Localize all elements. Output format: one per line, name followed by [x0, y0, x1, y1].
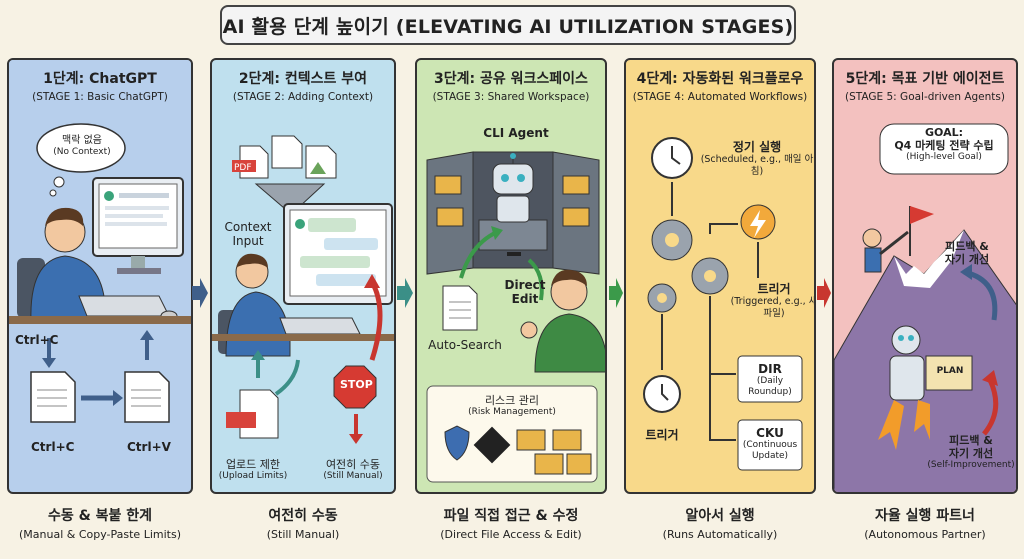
auto-search-label: Auto-Search — [428, 338, 502, 352]
stage-3-panel: 3단계: 공유 워크스페이스 (STAGE 3: Shared Workspac… — [415, 58, 607, 494]
pdf-icon — [232, 160, 256, 172]
cku-label: CKU (Continuous Update) — [742, 426, 798, 462]
triggered-label: 트리거 (Triggered, e.g., 새 파일) — [730, 282, 816, 319]
stage-arrow-icon — [817, 278, 831, 308]
stage-1-header: 1단계: ChatGPT (STAGE 1: Basic ChatGPT) — [9, 60, 191, 120]
stage-2-header: 2단계: 컨텍스트 부여 (STAGE 2: Adding Context) — [212, 60, 394, 120]
stage-5-header: 5단계: 목표 기반 에이전트 (STAGE 5: Goal-driven Ag… — [834, 60, 1016, 120]
upload-limit-label: 업로드 제한 (Upload Limits) — [218, 458, 288, 482]
stage-4-caption: 알아서 실행 (Runs Automatically) — [662, 508, 778, 541]
lock-folder-icon — [566, 453, 592, 475]
cli-agent-label: CLI Agent — [483, 126, 549, 140]
folder-icon — [436, 207, 464, 227]
stage-4-illustration — [643, 137, 803, 471]
stage-2-illustration: PDF — [212, 135, 394, 444]
copy-label-2: Ctrl+C — [31, 440, 75, 454]
stage-1-title: 1단계: ChatGPT — [43, 71, 157, 87]
stage-3-header: 3단계: 공유 워크스페이스 (STAGE 3: Shared Workspac… — [417, 60, 605, 120]
stage-2-title: 2단계: 컨텍스트 부여 — [238, 71, 368, 87]
stage-2-panel: 2단계: 컨텍스트 부여 (STAGE 2: Adding Context) P… — [210, 58, 396, 494]
stage-2-subtitle: (STAGE 2: Adding Context) — [232, 91, 374, 103]
direct-edit-label: Direct Edit — [504, 278, 546, 307]
stage-3-caption: 파일 직접 접근 & 수정 (Direct File Access & Edit… — [440, 508, 582, 541]
risk-label: 리스크 관리 (Risk Management) — [468, 394, 556, 418]
context-input-label: Context Input — [224, 220, 272, 249]
pdf-icon — [226, 412, 256, 428]
stage-1-caption: 수동 & 복붙 한계 (Manual & Copy-Paste Limits) — [19, 508, 181, 541]
goal-label: GOAL: Q4 마케팅 전략 수립 (High-level Goal) — [894, 126, 994, 163]
stage-5-subtitle: (STAGE 5: Goal-driven Agents) — [845, 91, 1005, 103]
trigger-label-2: 트리거 — [645, 428, 679, 442]
stage-3-illustration — [426, 151, 605, 483]
stage-1-panel: 1단계: ChatGPT (STAGE 1: Basic ChatGPT) — [7, 58, 193, 494]
stage-3-title: 3단계: 공유 워크스페이스 — [434, 71, 588, 87]
paste-label: Ctrl+V — [127, 440, 171, 454]
person-body-icon — [864, 247, 882, 273]
keyboard-icon — [279, 317, 361, 335]
folder-icon — [552, 429, 582, 451]
shield-icon — [444, 425, 470, 461]
dir-label: DIR (Daily Roundup) — [748, 362, 792, 398]
mountain-icon — [834, 229, 1016, 492]
stop-sign-icon — [333, 365, 377, 409]
git-icon — [473, 426, 511, 464]
plan-map-icon — [925, 355, 973, 391]
document-icon — [442, 285, 478, 331]
stage-4-panel: 4단계: 자동화된 워크플로우 (STAGE 4: Automated Work… — [624, 58, 816, 494]
pdf-tag-text: PDF — [234, 163, 252, 173]
stage-4-header: 4단계: 자동화된 워크플로우 (STAGE 4: Automated Work… — [626, 60, 814, 120]
stage-arrow-icon — [397, 278, 413, 308]
stage-5-illustration — [834, 123, 1016, 492]
stage-arrow-icon — [609, 278, 623, 308]
no-context-label: 맥락 없음 (No Context) — [53, 135, 111, 157]
folder-icon — [534, 453, 564, 475]
dir-box — [737, 355, 803, 403]
stage-3-subtitle: (STAGE 3: Shared Workspace) — [432, 91, 590, 103]
flag-icon — [910, 206, 934, 224]
person-head-icon — [862, 228, 882, 248]
goal-bubble — [879, 123, 1009, 175]
stage-arrow-icon — [192, 278, 208, 308]
still-manual-label: 여전히 수동 (Still Manual) — [323, 458, 383, 482]
feedback-label-2: 피드백 & 자기 개선 (Self-Improvement) — [927, 434, 1015, 471]
stage-1-illustration — [9, 123, 191, 423]
robot-icon — [492, 163, 534, 195]
folder-icon — [516, 429, 546, 451]
scheduled-label: 정기 실행 (Scheduled, e.g., 매일 아침) — [700, 140, 814, 177]
folder-icon — [434, 175, 462, 195]
document-icon — [271, 135, 303, 169]
thought-bubble — [36, 123, 126, 173]
stage-2-caption: 여전히 수동 (Still Manual) — [266, 508, 340, 541]
folder-icon — [562, 207, 590, 227]
stage-5-caption: 자율 실행 파트너 (Autonomous Partner) — [864, 508, 986, 541]
document-icon — [30, 371, 76, 423]
plan-label: PLAN — [936, 366, 964, 376]
stage-1-subtitle: (STAGE 1: Basic ChatGPT) — [32, 91, 168, 103]
stage-4-subtitle: (STAGE 4: Automated Workflows) — [632, 91, 808, 103]
cku-box — [737, 419, 803, 471]
copy-label-1: Ctrl+C — [15, 333, 59, 347]
robot-icon — [891, 325, 921, 355]
person-body-icon — [534, 313, 605, 373]
person-body-icon — [225, 291, 291, 357]
stage-4-title: 4단계: 자동화된 워크플로우 — [636, 71, 804, 87]
stop-label: STOP — [340, 378, 373, 391]
stage-5-panel: 5단계: 목표 기반 에이전트 (STAGE 5: Goal-driven Ag… — [832, 58, 1018, 494]
page-title: AI 활용 단계 높이기 (ELEVATING AI UTILIZATION S… — [220, 5, 796, 45]
document-icon — [124, 371, 170, 423]
folder-icon — [562, 175, 590, 195]
keyboard-icon — [78, 295, 170, 317]
stage-5-title: 5단계: 목표 기반 에이전트 — [845, 71, 1005, 87]
feedback-label-1: 피드백 & 자기 개선 — [944, 240, 990, 267]
